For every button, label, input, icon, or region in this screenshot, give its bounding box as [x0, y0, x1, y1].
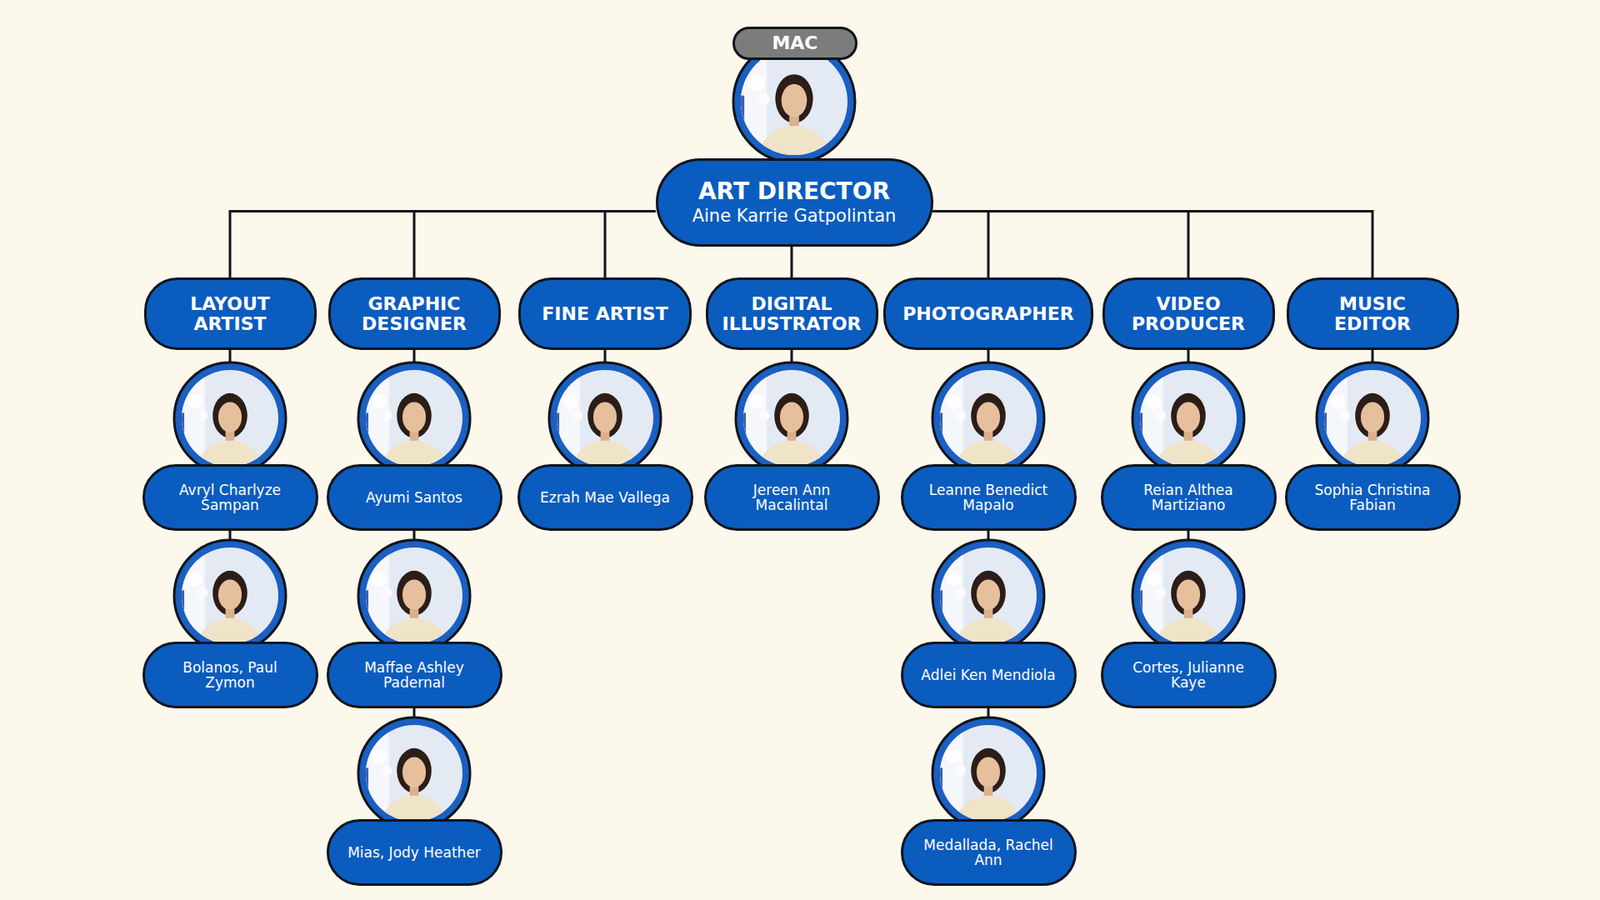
person-name: Medallada, Rachel Ann — [920, 837, 1058, 869]
member-name-pill: Leanne Benedict Mapalo — [900, 464, 1077, 531]
member-name-pill: Avryl Charlyze Sampan — [142, 464, 319, 531]
person-name: Sophia Christina Fabian — [1304, 482, 1442, 514]
role-box: DIGITAL ILLUSTRATOR — [705, 277, 879, 350]
role-box: GRAPHIC DESIGNER — [328, 277, 501, 350]
member-name-pill: Ezrah Mae Vallega — [517, 464, 694, 531]
member-name-pill: Bolanos, Paul Zymon — [142, 641, 319, 709]
person-name: Adlei Ken Mendiola — [920, 667, 1055, 683]
member-name-pill: Mias, Jody Heather — [326, 819, 503, 886]
director-text: Aine Karrie Gatpolintan — [692, 205, 897, 227]
role-box: PHOTOGRAPHER — [883, 277, 1094, 350]
org-connector — [933, 211, 1374, 278]
person-name: Ayumi Santos — [365, 490, 463, 505]
member-name-pill: Medallada, Rachel Ann — [900, 819, 1077, 886]
group-label-pill: MAC — [732, 26, 858, 60]
person-name: Maffae Ashley Padernal — [345, 660, 484, 691]
role-title: FINE ARTIST — [541, 304, 668, 324]
org-connector — [414, 211, 656, 278]
role-box: VIDEO PRODUCER — [1102, 277, 1275, 350]
org-connector — [230, 211, 656, 278]
member-name-pill: Adlei Ken Mendiola — [900, 641, 1077, 709]
person-name: Reian Althea Martiziano — [1120, 482, 1258, 514]
person-name: Ezrah Mae Vallega — [540, 490, 670, 505]
member-name-pill: Cortes, Julianne Kaye — [1100, 641, 1277, 709]
role-title: MUSIC EDITOR — [1299, 294, 1447, 333]
role-title: DIGITAL ILLUSTRATOR — [718, 294, 866, 333]
role-title: PHOTOGRAPHER — [902, 304, 1074, 324]
person-name: Jereen Ann Macalintal — [723, 482, 861, 514]
person-name: Cortes, Julianne Kaye — [1120, 660, 1258, 691]
role-title: LAYOUT ARTIST — [156, 294, 305, 333]
org-connector — [790, 246, 794, 278]
member-name-pill: Maffae Ashley Padernal — [326, 641, 503, 709]
director-text: ART DIRECTOR — [698, 178, 890, 205]
member-name-pill: Reian Althea Martiziano — [1100, 464, 1277, 531]
member-name-pill: Sophia Christina Fabian — [1285, 464, 1461, 531]
person-name: Bolanos, Paul Zymon — [161, 660, 300, 691]
portrait-photo — [358, 362, 470, 525]
member-name-pill: Jereen Ann Macalintal — [704, 464, 880, 531]
role-title: VIDEO PRODUCER — [1115, 294, 1263, 333]
member-name-pill: Ayumi Santos — [326, 464, 503, 531]
org-connector — [933, 211, 1190, 278]
role-title: GRAPHIC DESIGNER — [340, 294, 489, 333]
person-name: Mias, Jody Heather — [347, 845, 481, 860]
person-name: Leanne Benedict Mapalo — [920, 482, 1058, 514]
role-box: LAYOUT ARTIST — [144, 277, 317, 350]
group-label: MAC — [771, 33, 818, 54]
role-box: FINE ARTIST — [518, 277, 692, 350]
director-box: ART DIRECTORAine Karrie Gatpolintan — [655, 158, 934, 247]
person-name: Avryl Charlyze Sampan — [161, 482, 300, 514]
role-box: MUSIC EDITOR — [1286, 277, 1460, 350]
org-connector — [933, 211, 990, 278]
org-connector — [605, 211, 656, 278]
